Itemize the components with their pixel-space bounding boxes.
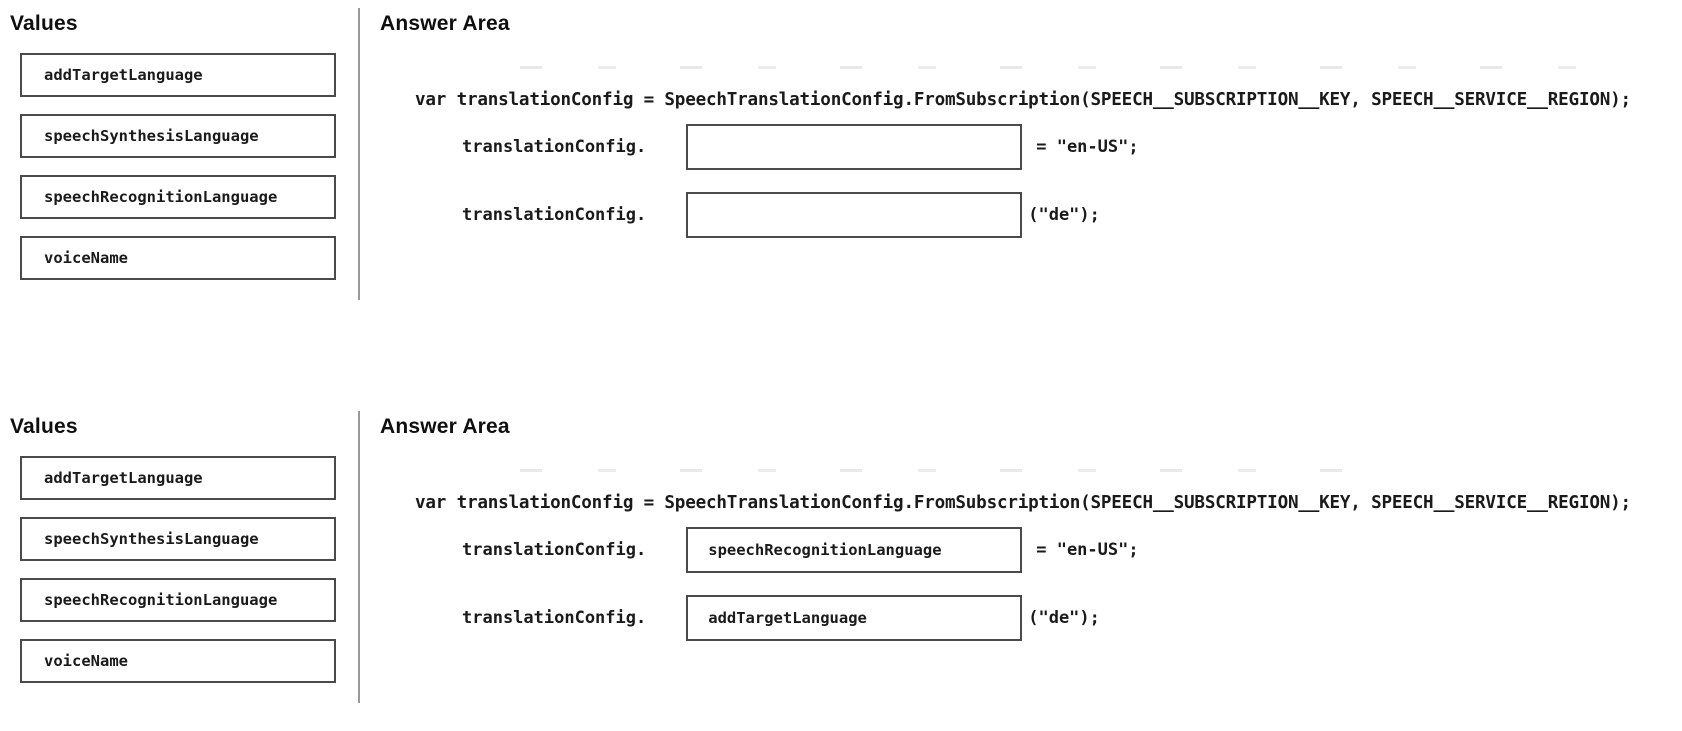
- value-option-voicename[interactable]: voiceName: [20, 236, 336, 280]
- panel-divider: [358, 411, 360, 703]
- answer-area-title: Answer Area: [380, 415, 510, 438]
- code-prefix: translationConfig.: [462, 137, 647, 157]
- value-option-speechsynthesislanguage[interactable]: speechSynthesisLanguage: [20, 114, 336, 158]
- question-section-unanswered: Values addTargetLanguage speechSynthesis…: [0, 0, 1682, 340]
- answer-row-target: translationConfig. ("de");: [462, 192, 1100, 238]
- redaction-smudge: [520, 469, 1380, 472]
- redaction-smudge: [520, 66, 1580, 69]
- question-section-answered: Values addTargetLanguage speechSynthesis…: [0, 403, 1682, 731]
- code-line: var translationConfig = SpeechTranslatio…: [415, 90, 1631, 110]
- value-option-label: speechRecognitionLanguage: [44, 591, 278, 609]
- code-prefix: translationConfig.: [462, 205, 647, 225]
- value-option-label: speechSynthesisLanguage: [44, 530, 259, 548]
- answer-slot-value: addTargetLanguage: [708, 609, 867, 627]
- answer-slot-value: speechRecognitionLanguage: [708, 541, 942, 559]
- code-suffix: ("de");: [1028, 205, 1100, 225]
- value-option-voicename[interactable]: voiceName: [20, 639, 336, 683]
- answer-row-recognition: translationConfig. = "en-US";: [462, 124, 1139, 170]
- value-option-addtargetlanguage[interactable]: addTargetLanguage: [20, 456, 336, 500]
- code-line: var translationConfig = SpeechTranslatio…: [415, 493, 1631, 513]
- value-option-speechrecognitionlanguage[interactable]: speechRecognitionLanguage: [20, 578, 336, 622]
- panel-divider: [358, 8, 360, 300]
- code-suffix: ("de");: [1028, 608, 1100, 628]
- value-option-label: speechRecognitionLanguage: [44, 188, 278, 206]
- values-title: Values: [10, 12, 78, 35]
- answer-row-target: translationConfig. addTargetLanguage ("d…: [462, 595, 1100, 641]
- value-option-speechsynthesislanguage[interactable]: speechSynthesisLanguage: [20, 517, 336, 561]
- value-option-label: voiceName: [44, 652, 128, 670]
- answer-slot-recognition[interactable]: speechRecognitionLanguage: [686, 527, 1023, 573]
- answer-slot-target[interactable]: addTargetLanguage: [686, 595, 1023, 641]
- code-prefix: translationConfig.: [462, 608, 647, 628]
- answer-slot-target[interactable]: [686, 192, 1023, 238]
- answer-slot-recognition[interactable]: [686, 124, 1023, 170]
- code-prefix: translationConfig.: [462, 540, 647, 560]
- value-option-label: addTargetLanguage: [44, 469, 203, 487]
- answer-row-recognition: translationConfig. speechRecognitionLang…: [462, 527, 1139, 573]
- answer-area-title: Answer Area: [380, 12, 510, 35]
- value-option-label: speechSynthesisLanguage: [44, 127, 259, 145]
- value-option-speechrecognitionlanguage[interactable]: speechRecognitionLanguage: [20, 175, 336, 219]
- code-suffix: = "en-US";: [1036, 540, 1139, 560]
- value-option-label: addTargetLanguage: [44, 66, 203, 84]
- value-option-label: voiceName: [44, 249, 128, 267]
- code-suffix: = "en-US";: [1036, 137, 1139, 157]
- value-option-addtargetlanguage[interactable]: addTargetLanguage: [20, 53, 336, 97]
- values-title: Values: [10, 415, 78, 438]
